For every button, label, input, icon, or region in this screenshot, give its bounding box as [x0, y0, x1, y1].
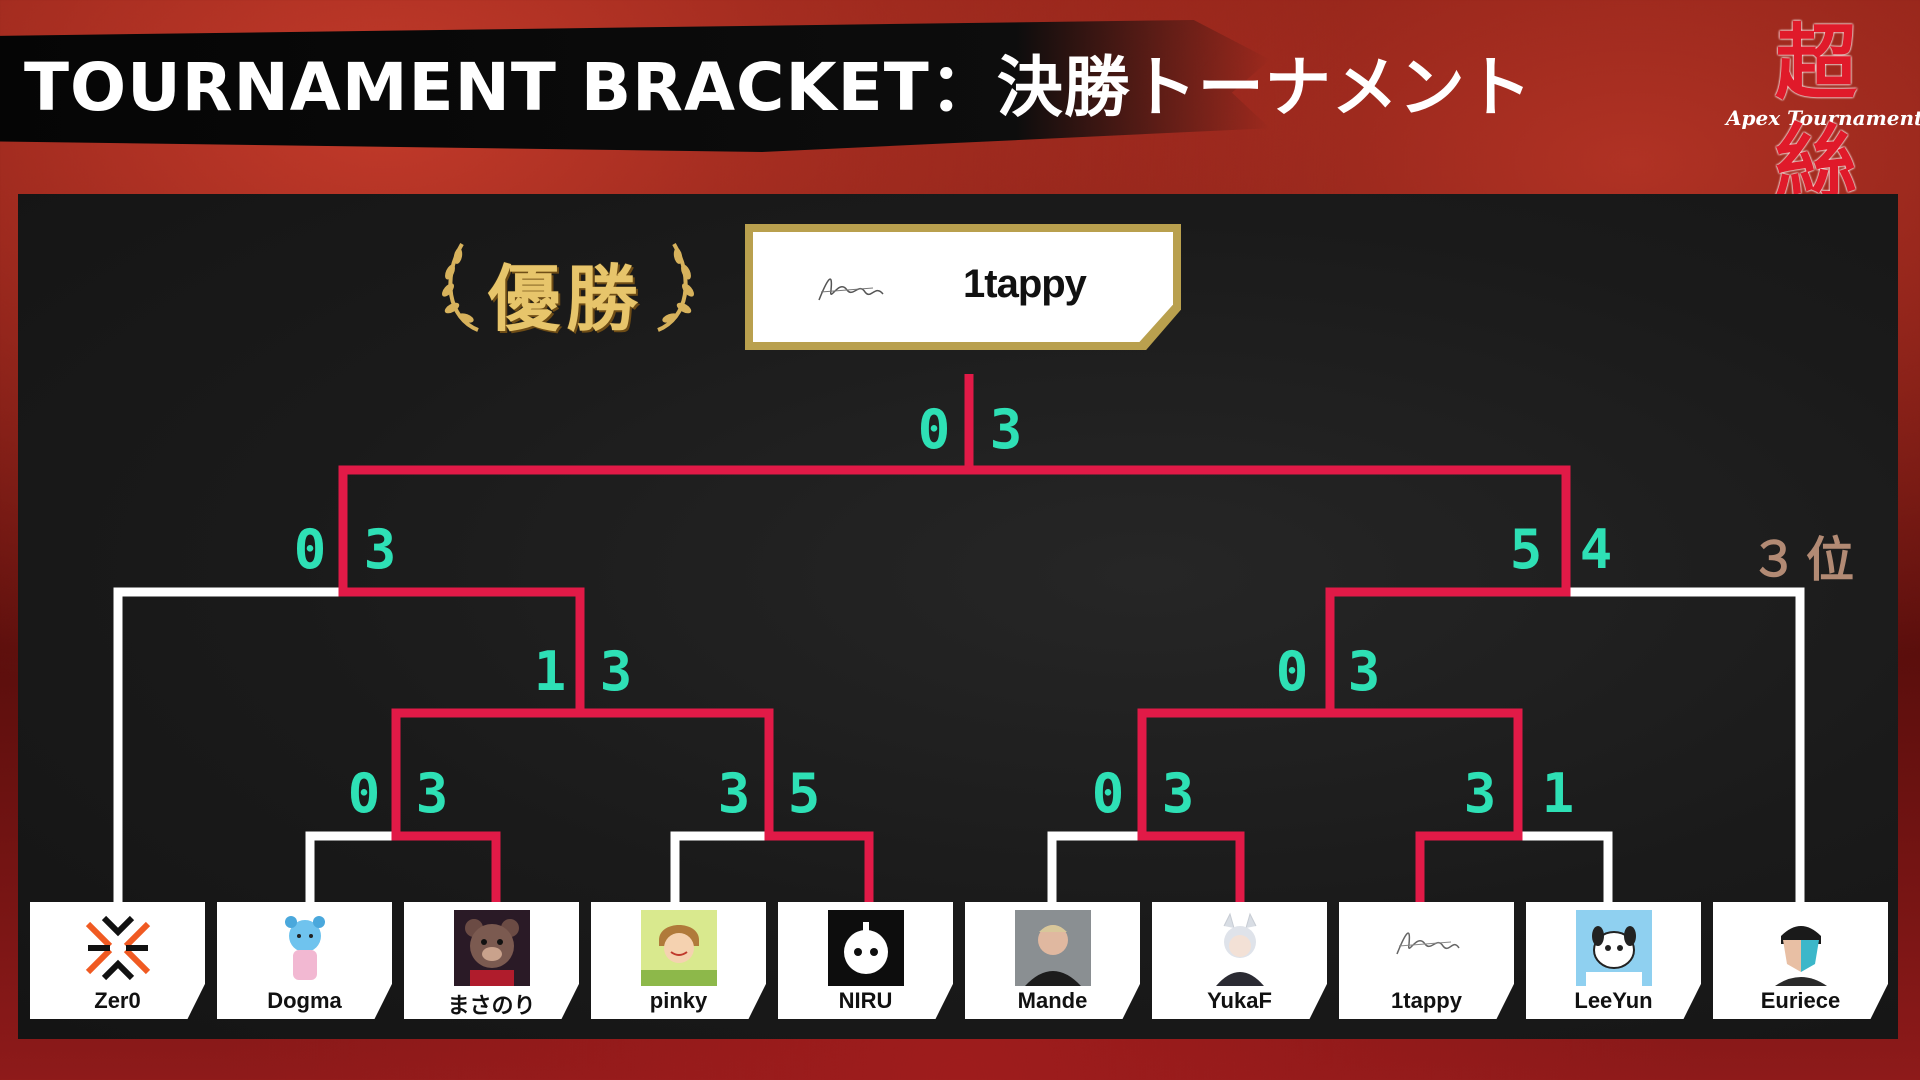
score-left-final-right: 3	[362, 520, 398, 580]
leeyun-avatar-icon	[1576, 910, 1652, 986]
score-m2-right: 5	[786, 764, 822, 824]
player-name: LeeYun	[1526, 988, 1701, 1014]
bear-avatar-icon	[454, 910, 530, 986]
player-card-euriece[interactable]: Euriece	[1713, 902, 1888, 1019]
score-right-final-left: 5	[1508, 520, 1544, 580]
score-m3-right: 3	[1160, 764, 1196, 824]
dogma-avatar-icon	[267, 910, 343, 986]
player-card-leeyun[interactable]: LeeYun	[1526, 902, 1701, 1019]
player-name: Euriece	[1713, 988, 1888, 1014]
yukaf-avatar-icon	[1202, 910, 1278, 986]
score-sf-right-right: 3	[1346, 642, 1382, 702]
player-name: Dogma	[217, 988, 392, 1014]
score-right-final-right: 4	[1578, 520, 1614, 580]
score-left-final-left: 0	[292, 520, 328, 580]
player-name: Zer0	[30, 988, 205, 1014]
player-card-yukaf[interactable]: YukaF	[1152, 902, 1327, 1019]
score-m1-left: 0	[346, 764, 382, 824]
score-grand-final-left: 0	[916, 400, 952, 460]
winning-paths	[343, 374, 1566, 902]
player-name: Mande	[965, 988, 1140, 1014]
score-sf-left-left: 1	[532, 642, 568, 702]
mande-photo-icon	[1015, 910, 1091, 986]
player-name: YukaF	[1152, 988, 1327, 1014]
player-card-masanori[interactable]: まさのり	[404, 902, 579, 1019]
player-name: まさのり	[404, 988, 579, 1020]
score-m3-left: 0	[1090, 764, 1126, 824]
player-name: pinky	[591, 988, 766, 1014]
niru-face-icon	[828, 910, 904, 986]
player-card-zer0[interactable]: Zer0	[30, 902, 205, 1019]
third-place-label: ３位	[1750, 520, 1862, 590]
player-name: 1tappy	[1339, 988, 1514, 1014]
player-card-dogma[interactable]: Dogma	[217, 902, 392, 1019]
pinky-avatar-icon	[641, 910, 717, 986]
zer0-logo-icon	[80, 910, 156, 986]
signature-icon	[1389, 910, 1465, 986]
score-m2-left: 3	[716, 764, 752, 824]
player-card-pinky[interactable]: pinky	[591, 902, 766, 1019]
score-sf-right-left: 0	[1274, 642, 1310, 702]
player-card-1tappy[interactable]: 1tappy	[1339, 902, 1514, 1019]
score-grand-final-right: 3	[988, 400, 1024, 460]
euriece-avatar-icon	[1763, 910, 1839, 986]
score-m1-right: 3	[414, 764, 450, 824]
player-name: NIRU	[778, 988, 953, 1014]
player-card-niru[interactable]: NIRU	[778, 902, 953, 1019]
player-card-mande[interactable]: Mande	[965, 902, 1140, 1019]
score-sf-left-right: 3	[598, 642, 634, 702]
score-m4-right: 1	[1540, 764, 1576, 824]
score-m4-left: 3	[1462, 764, 1498, 824]
